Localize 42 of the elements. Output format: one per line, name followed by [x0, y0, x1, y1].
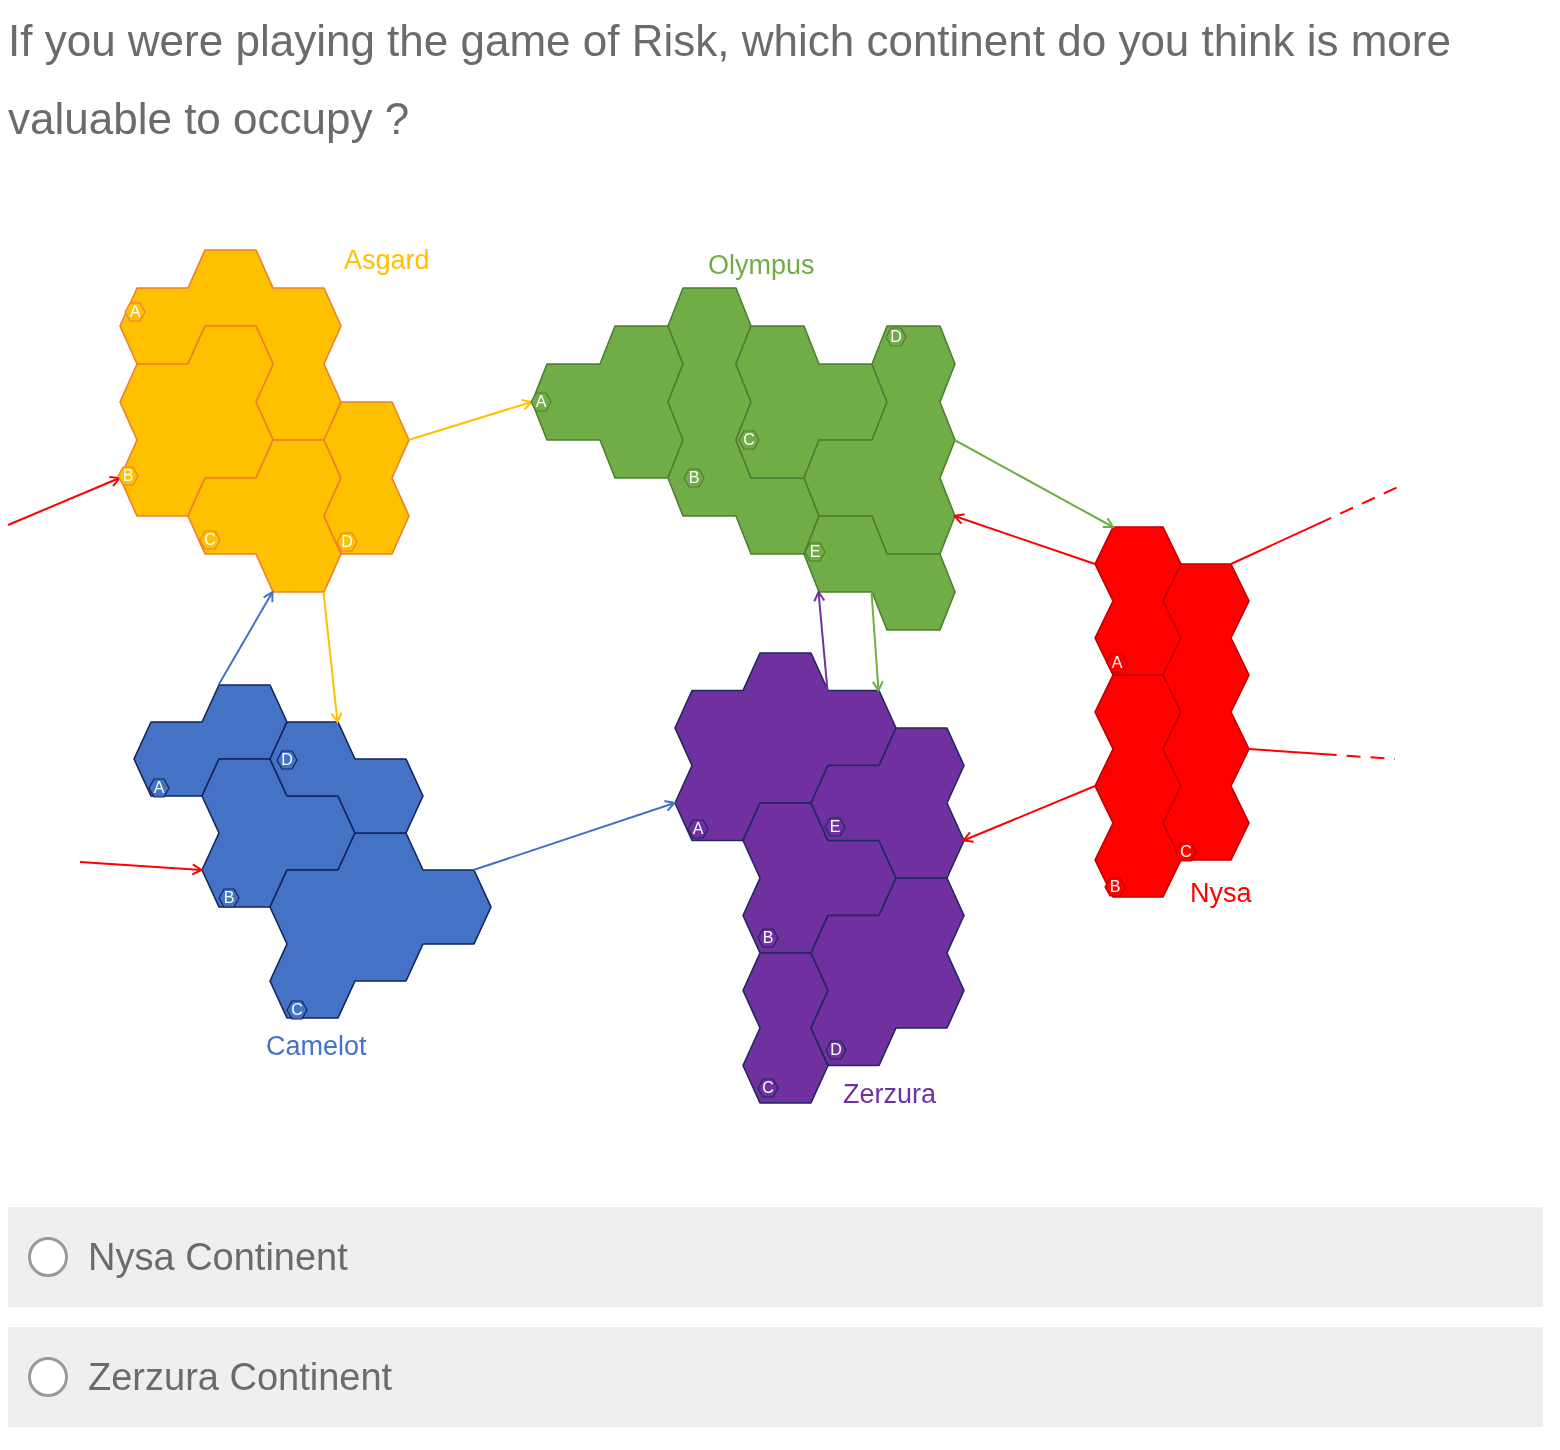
question-text: If you were playing the game of Risk, which continent do you think is more valuable to occupy ? — [8, 15, 1452, 145]
territory-letter: B — [1104, 877, 1126, 897]
continent-name: Zerzura — [843, 1079, 937, 1109]
territory-letter: B — [218, 888, 240, 908]
territory-letter: C — [1175, 842, 1197, 862]
continent-name: Camelot — [266, 1031, 367, 1061]
arrow — [472, 800, 676, 871]
arrow — [407, 398, 533, 441]
territory-letter: B — [757, 928, 779, 948]
arrow — [7, 475, 121, 526]
territory-letter: D — [825, 1040, 847, 1060]
territory-letter: A — [1106, 653, 1128, 673]
connector-line — [1230, 486, 1399, 565]
continent-name: Nysa — [1190, 878, 1252, 908]
territory-letter: A — [148, 778, 170, 798]
arrow — [217, 591, 274, 686]
arrow — [953, 439, 1114, 529]
arrow — [322, 591, 343, 723]
territory-letter: A — [530, 392, 552, 412]
territory-letter: A — [687, 819, 709, 839]
arrow — [813, 591, 829, 692]
territory-letter: B — [683, 468, 705, 488]
territory-letter: C — [286, 1000, 308, 1020]
arrow — [870, 591, 884, 692]
option-label: Nysa Continent — [88, 1235, 348, 1280]
option-label: Zerzura Continent — [88, 1355, 393, 1400]
territory-letter: E — [824, 817, 846, 837]
territory-letter: C — [757, 1078, 779, 1098]
connector-line — [1248, 748, 1396, 760]
continent-name: Olympus — [708, 250, 815, 280]
territory-letter: B — [117, 466, 139, 486]
territory-letter: A — [124, 302, 146, 322]
continent-name: Asgard — [344, 245, 430, 275]
territory-letter: C — [199, 530, 221, 550]
territory-letter: D — [276, 750, 298, 770]
arrow — [953, 513, 1096, 565]
arrow — [962, 785, 1096, 843]
arrow — [79, 861, 203, 876]
territory-letter: C — [738, 430, 760, 450]
territory-letter: D — [336, 532, 358, 552]
territory-letter: D — [885, 327, 907, 347]
territory-letter: E — [804, 542, 826, 562]
